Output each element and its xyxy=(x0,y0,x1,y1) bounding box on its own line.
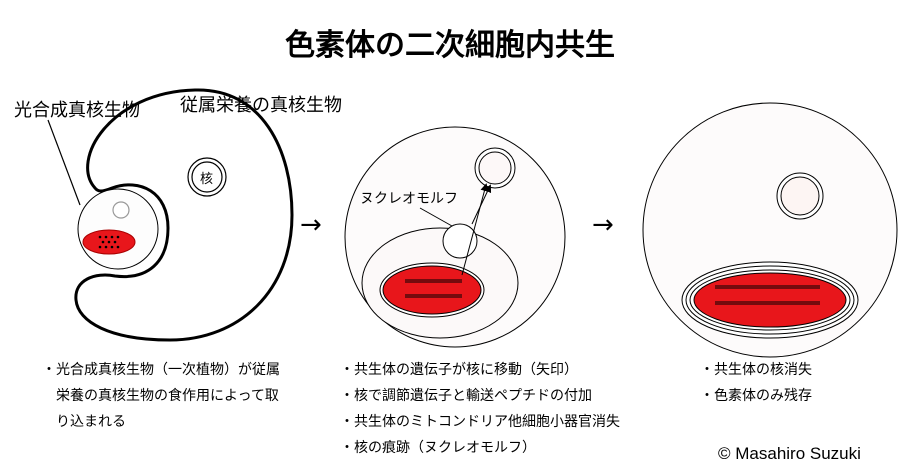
gene-transfer-arrow xyxy=(471,184,492,225)
label-heterotroph: 従属栄養の真核生物 xyxy=(180,95,342,116)
bullet: ・核の痕跡（ヌクレオモルフ） xyxy=(340,440,536,456)
step3-bullets: ・共生体の核消失 ・色素体のみ残存 xyxy=(700,357,812,409)
stage3-plastid xyxy=(693,272,847,328)
stage-arrow-2: → xyxy=(592,210,614,240)
gene-transfer-arrow xyxy=(461,183,489,276)
engulfed-nucleus xyxy=(112,201,130,219)
bullet: ・共生体の遺伝子が核に移動（矢印） xyxy=(340,362,578,378)
label-nucleomorph: ヌクレオモルフ xyxy=(360,191,458,207)
bullet: り込まれる xyxy=(42,414,126,430)
bullet: 栄養の真核生物の食作用によって取 xyxy=(42,388,279,404)
thylakoid-dots xyxy=(98,235,120,249)
copyright: © Masahiro Suzuki xyxy=(718,444,861,463)
leader-line-photosynthetic xyxy=(47,119,81,206)
bullet: ・色素体のみ残存 xyxy=(700,388,812,404)
stage-arrow-1: → xyxy=(300,210,322,240)
leader-line-nucleomorph xyxy=(419,207,453,227)
step2-bullets: ・共生体の遺伝子が核に移動（矢印） ・核で調節遺伝子と輸送ペプチドの付加 ・共生… xyxy=(340,357,620,461)
stage2-plastid xyxy=(382,265,482,315)
engulfed-cell xyxy=(77,188,159,270)
bullet: ・核で調節遺伝子と輸送ペプチドの付加 xyxy=(340,388,592,404)
nucleomorph xyxy=(442,223,478,259)
page-title: 色素体の二次細胞内共生 xyxy=(285,28,615,63)
label-nucleus: 核 xyxy=(200,172,214,187)
bullet: ・光合成真核生物（一次植物）が従属 xyxy=(42,362,280,378)
bullet: ・共生体の核消失 xyxy=(700,362,812,378)
bullet: ・共生体のミトコンドリア他細胞小器官消失 xyxy=(340,414,620,430)
step1-bullets: ・光合成真核生物（一次植物）が従属 栄養の真核生物の食作用によって取 り込まれる xyxy=(42,357,280,435)
label-photosynthetic: 光合成真核生物 xyxy=(14,100,140,121)
host-nucleus-inner xyxy=(191,161,223,193)
heterotroph-cell xyxy=(74,88,294,342)
